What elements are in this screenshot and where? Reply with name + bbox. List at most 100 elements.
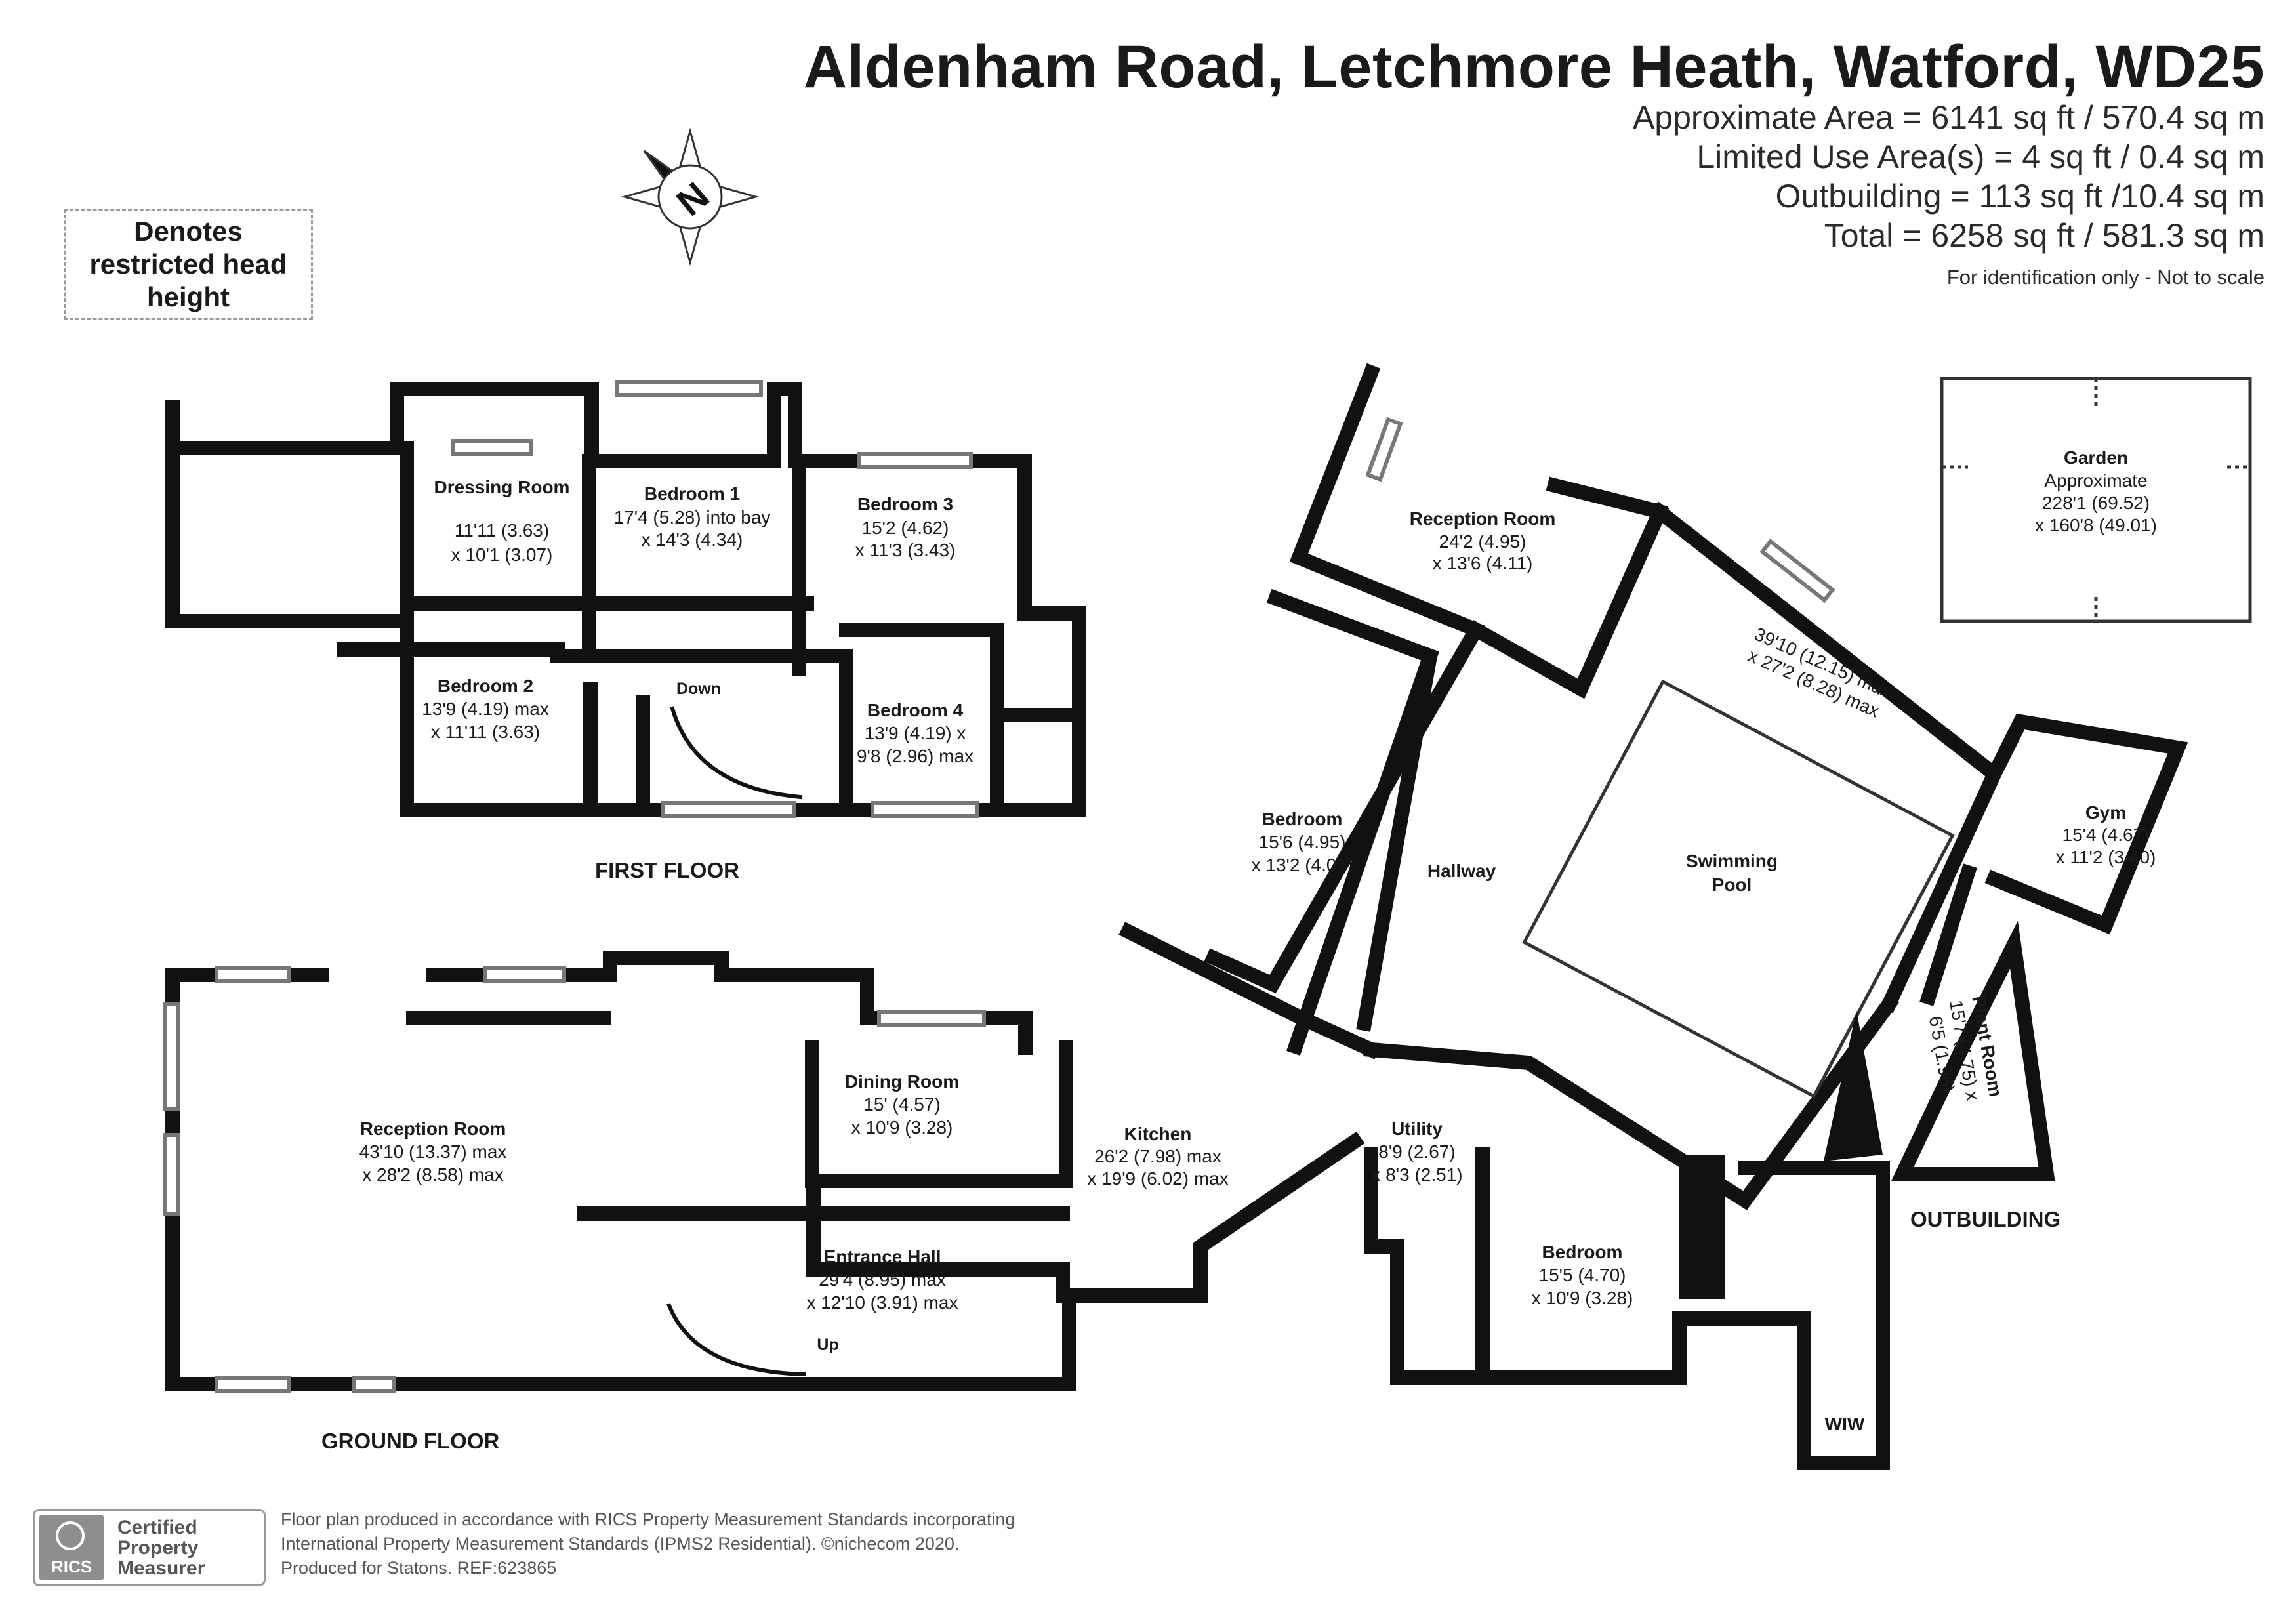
area-total: Total = 6258 sq ft / 581.3 sq m (1824, 217, 2265, 254)
ob-bedroom-chimney (1679, 1155, 1725, 1299)
window (871, 801, 979, 818)
room-dressing-name: Dressing Room (434, 477, 570, 497)
room-kitchen-dim2: x 19'9 (6.02) max (1087, 1168, 1228, 1189)
outbuilding-pool-hall (1363, 501, 2188, 1210)
room-bedroom-ob-name: Bedroom (1262, 809, 1343, 829)
ground-floor-stair (666, 1303, 806, 1377)
window (857, 452, 973, 469)
window (877, 1010, 986, 1027)
room-reception-gf-dim1: 43'10 (13.37) max (359, 1141, 507, 1162)
window (163, 1133, 180, 1216)
room-bedroom2-ob-dim2: x 10'9 (3.28) (1532, 1288, 1633, 1308)
room-pool-name: Swimming (1686, 851, 1778, 871)
room-dining-dim1: 15' (4.57) (863, 1094, 940, 1115)
outbuilding-walls (1118, 363, 1670, 1059)
room-bed1-dim1: 17'4 (5.28) into bay (614, 507, 771, 527)
restricted-height-label: Denotes restricted head height (89, 216, 287, 312)
window (1759, 538, 1835, 604)
room-pool-name2: Pool (1712, 874, 1752, 895)
room-wiw-name: WIW (1825, 1414, 1865, 1434)
restricted-height-legend: Denotes restricted head height (64, 209, 313, 320)
room-bed3-dim2: x 11'3 (3.43) (855, 540, 956, 560)
first-floor-stair (670, 706, 803, 800)
room-kitchen-name: Kitchen (1124, 1124, 1192, 1144)
window (483, 966, 566, 983)
room-reception-ob-name: Reception Room (1410, 508, 1555, 529)
first-floor-label: FIRST FLOOR (595, 858, 739, 882)
garden-dim1: Approximate (2044, 470, 2147, 491)
room-bed4-dim2: 9'8 (2.96) max (857, 746, 974, 766)
badge-line-3: Measurer (117, 1557, 205, 1579)
scale-disclaimer: For identification only - Not to scale (1946, 266, 2265, 289)
garden-name: Garden (2064, 447, 2128, 468)
room-dining-dim2: x 10'9 (3.28) (851, 1117, 953, 1138)
room-utility-dim2: x 8'3 (2.51) (1371, 1164, 1462, 1185)
room-kitchen-dim1: 26'2 (7.98) max (1094, 1146, 1221, 1166)
compass-rose (621, 127, 760, 266)
window (451, 439, 533, 456)
area-approximate: Approximate Area = 6141 sq ft / 570.4 sq… (1632, 99, 2265, 136)
room-bed2-dim1: 13'9 (4.19) max (422, 699, 549, 719)
area-limited-use: Limited Use Area(s) = 4 sq ft / 0.4 sq m (1696, 138, 2265, 175)
area-outbuilding: Outbuilding = 113 sq ft /10.4 sq m (1775, 178, 2265, 215)
room-bed3-dim1: 15'2 (4.62) (862, 518, 949, 538)
room-bedroom2-ob-dim1: 15'5 (4.70) (1539, 1265, 1626, 1285)
window (615, 380, 763, 397)
window (163, 1002, 180, 1111)
room-bed1-dim2: x 14'3 (4.34) (642, 529, 743, 550)
garden-dim2: 228'1 (69.52) (2042, 493, 2150, 513)
room-utility-name: Utility (1391, 1119, 1443, 1139)
room-dining-name: Dining Room (845, 1071, 959, 1092)
room-reception-ob-dim1: 24'2 (4.95) (1439, 531, 1527, 552)
window (352, 1376, 396, 1393)
badge-line-1: Certified (117, 1517, 197, 1538)
footer-line-1: Floor plan produced in accordance with R… (281, 1510, 1015, 1529)
room-utility-dim1: 8'9 (2.67) (1378, 1141, 1455, 1162)
rics-certified-badge: RICS Certified Property Measurer (33, 1509, 266, 1586)
room-bed2-dim2: x 11'11 (3.63) (431, 722, 540, 742)
room-bed4-name: Bedroom 4 (867, 700, 964, 720)
room-bedroom2-ob-name: Bedroom (1542, 1242, 1623, 1262)
plant-room-wall-fill (1824, 1010, 1883, 1161)
room-reception-ob-dim2: x 13'6 (4.11) (1433, 553, 1533, 573)
footer-disclaimer: Floor plan produced in accordance with R… (281, 1508, 1199, 1580)
window (1365, 417, 1403, 482)
room-gym-name: Gym (2085, 802, 2126, 823)
room-dressing-dim1: 11'11 (3.63) (455, 520, 549, 541)
room-bedroom-ob-dim2: x 13'2 (4.01) (1252, 855, 1353, 875)
window (215, 1376, 291, 1393)
outbuilding-lower (1364, 920, 2055, 1470)
first-floor-partitions (337, 441, 1086, 817)
room-hallway-name: Hallway (1427, 861, 1496, 881)
room-gym-dim2: x 11'2 (3.40) (2056, 847, 2156, 867)
room-reception-gf-name: Reception Room (360, 1119, 506, 1139)
room-bed1-name: Bedroom 1 (644, 483, 740, 504)
footer-line-3: Produced for Statons. REF:623865 (281, 1558, 557, 1578)
room-entrance-dim1: 29'4 (8.95) max (819, 1269, 946, 1290)
room-entrance-name: Entrance Hall (824, 1246, 941, 1267)
rics-logo: RICS (39, 1515, 104, 1580)
room-bed4-dim1: 13'9 (4.19) x (865, 723, 966, 743)
garden-plot (1940, 377, 2252, 623)
ground-floor-label: GROUND FLOOR (321, 1429, 500, 1453)
footer-line-2: International Property Measurement Stand… (281, 1534, 960, 1553)
room-bedroom-ob-dim1: 15'6 (4.95) (1259, 832, 1346, 852)
rics-logo-text: RICS (51, 1557, 92, 1576)
room-reception-gf-dim2: x 28'2 (8.58) max (362, 1164, 503, 1185)
room-entrance-dim2: x 12'10 (3.91) max (806, 1292, 958, 1313)
outbuilding-label: OUTBUILDING (1910, 1207, 2061, 1231)
first-floor-walls (165, 382, 1086, 817)
stair-up-label: Up (817, 1336, 838, 1354)
stair-down-label: Down (676, 680, 721, 698)
window (661, 801, 796, 818)
room-gym-dim1: 15'4 (4.67) (2062, 825, 2150, 845)
property-address-title: Aldenham Road, Letchmore Heath, Watford,… (803, 33, 2265, 100)
room-bed3-name: Bedroom 3 (857, 494, 953, 514)
room-bed2-name: Bedroom 2 (438, 676, 533, 696)
window (215, 966, 291, 983)
garden-dim3: x 160'8 (49.01) (2035, 515, 2157, 535)
badge-line-2: Property (117, 1537, 199, 1559)
swimming-pool-basin (1522, 679, 1955, 1099)
room-dressing-dim2: x 10'1 (3.07) (451, 544, 553, 565)
